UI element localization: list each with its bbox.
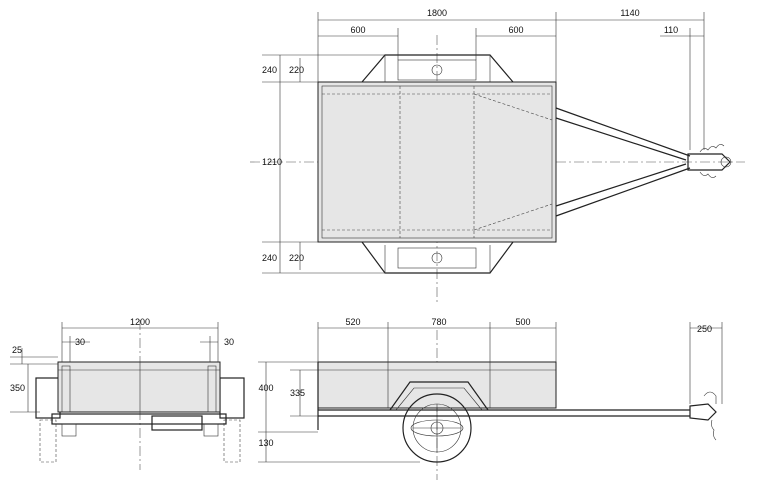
dim-side-jockey-offset-label: 250 xyxy=(697,324,712,334)
dim-overall-width: 1800 xyxy=(317,8,557,82)
dim-side-front-section: 520 xyxy=(317,317,389,362)
dim-front-right-inset: 30 xyxy=(200,336,234,362)
dim-coupling-length: 110 xyxy=(660,25,704,150)
dim-side-body-height-label: 335 xyxy=(290,388,305,398)
dim-front-side-height-label: 350 xyxy=(10,383,25,393)
dim-drawbar-length-label: 1140 xyxy=(620,8,639,18)
dim-side-rear-section-label: 500 xyxy=(515,317,530,327)
dim-right-offset-label: 600 xyxy=(508,25,523,35)
dim-front-left-inset-label: 30 xyxy=(75,337,85,347)
dim-front-rim: 25 xyxy=(10,345,58,365)
dim-side-front-section-label: 520 xyxy=(345,317,360,327)
dim-drawbar-length: 1140 xyxy=(556,8,705,150)
dim-front-side-height: 350 xyxy=(10,364,40,413)
dim-side-heights: 400 335 130 xyxy=(258,361,420,463)
dim-fender-bottom: 240 220 xyxy=(262,241,385,274)
dim-side-clearance-label: 130 xyxy=(258,438,273,448)
dim-fender-bottom-inner-label: 220 xyxy=(289,253,304,263)
dim-left-offset-label: 600 xyxy=(350,25,365,35)
top-view-body xyxy=(317,81,557,243)
dim-side-total-height-label: 400 xyxy=(258,383,273,393)
dim-body-length-label: 1210 xyxy=(262,157,282,167)
dim-overall-width-label: 1800 xyxy=(427,8,447,18)
dim-front-width-label: 1200 xyxy=(130,317,150,327)
dim-fender-top-inner-label: 220 xyxy=(289,65,304,75)
dim-side-jockey-offset: 250 xyxy=(689,322,723,404)
dim-side-mid-section: 780 xyxy=(388,317,491,362)
dim-front-right-inset-label: 30 xyxy=(224,337,234,347)
dim-fender-top: 240 220 xyxy=(262,54,385,83)
side-view-wheel xyxy=(402,393,472,463)
dim-side-mid-section-label: 780 xyxy=(431,317,446,327)
dim-fender-bottom-outer-label: 240 xyxy=(262,253,277,263)
dim-front-rim-label: 25 xyxy=(12,345,22,355)
top-view-drawbar xyxy=(555,107,732,217)
front-view-body xyxy=(57,361,221,413)
dim-coupling-length-label: 110 xyxy=(664,25,678,35)
dim-left-offset: 600 xyxy=(318,25,399,60)
dim-fender-top-outer-label: 240 xyxy=(262,65,277,75)
dim-side-rear-section: 500 xyxy=(490,317,557,362)
top-fender-upper xyxy=(361,54,514,83)
front-view: 1200 30 30 25 350 xyxy=(10,317,245,470)
dim-front-left-inset: 30 xyxy=(62,336,90,362)
side-view: 520 780 500 250 400 335 xyxy=(258,317,723,480)
dim-right-offset: 600 xyxy=(475,25,556,60)
side-view-body xyxy=(317,361,557,409)
top-fender-lower xyxy=(361,241,514,274)
dim-body-length: 1210 xyxy=(262,82,282,242)
top-view: 1800 600 600 1140 110 240 xyxy=(250,8,745,305)
